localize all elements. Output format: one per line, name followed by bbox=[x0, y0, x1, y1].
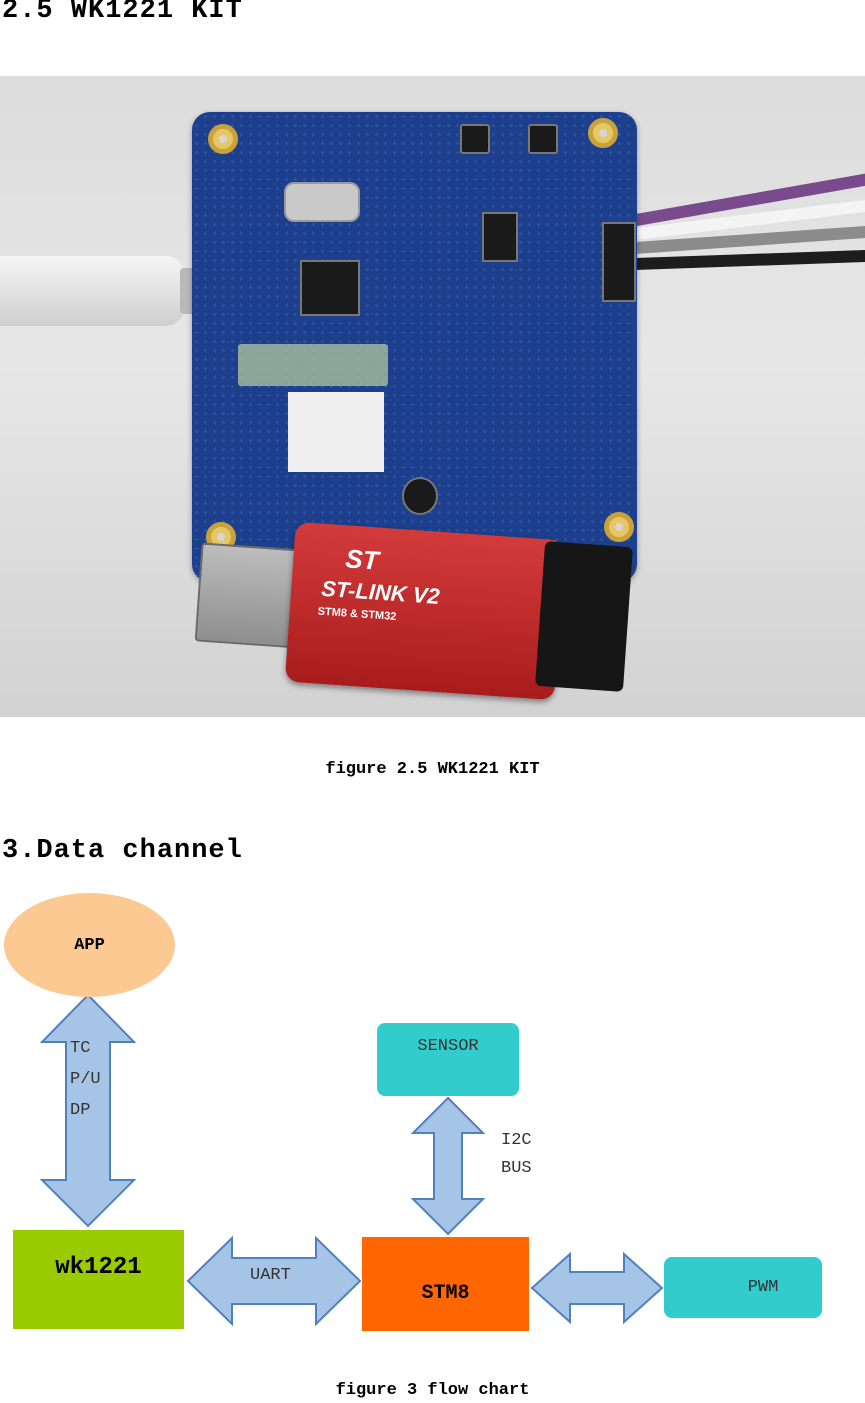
figure-caption-kit: figure 2.5 WK1221 KIT bbox=[325, 760, 540, 779]
wk1221-pcb bbox=[192, 112, 637, 582]
stm8-node: STM8 bbox=[362, 1237, 529, 1331]
white-pad bbox=[288, 392, 384, 472]
uart-label: UART bbox=[250, 1266, 291, 1285]
mount-hole bbox=[604, 512, 634, 542]
section-heading-kit: 2.5 WK1221 KIT bbox=[2, 0, 243, 26]
arrow-i2c bbox=[410, 1096, 486, 1236]
ir-receiver bbox=[402, 477, 438, 515]
switch-button bbox=[528, 124, 558, 154]
wk1221-node: wk1221 bbox=[13, 1230, 184, 1329]
mcu-chip bbox=[300, 260, 360, 316]
header-connector bbox=[602, 222, 636, 302]
kit-photo: ST ST-LINK V2 STM8 & STM32 bbox=[0, 76, 865, 717]
crystal bbox=[284, 182, 360, 222]
sensor-node: SENSOR bbox=[377, 1023, 519, 1096]
arrow-uart bbox=[186, 1235, 362, 1327]
wifi-module bbox=[238, 344, 388, 386]
pwm-node: PWM bbox=[664, 1257, 822, 1318]
arrow-tcp-udp bbox=[39, 993, 137, 1228]
tcp-udp-label: TCP/UDP bbox=[70, 1039, 101, 1120]
mount-hole bbox=[208, 124, 238, 154]
usb-cable bbox=[0, 256, 185, 326]
arrow-pwm bbox=[530, 1251, 664, 1325]
switch-button bbox=[460, 124, 490, 154]
figure-caption-flowchart: figure 3 flow chart bbox=[335, 1381, 530, 1400]
app-node: APP bbox=[4, 893, 175, 997]
mount-hole bbox=[588, 118, 618, 148]
i2c-bus-label: I2C BUS bbox=[501, 1131, 532, 1178]
jumper-block bbox=[482, 212, 518, 262]
section-heading-data-channel: 3.Data channel bbox=[2, 836, 243, 866]
